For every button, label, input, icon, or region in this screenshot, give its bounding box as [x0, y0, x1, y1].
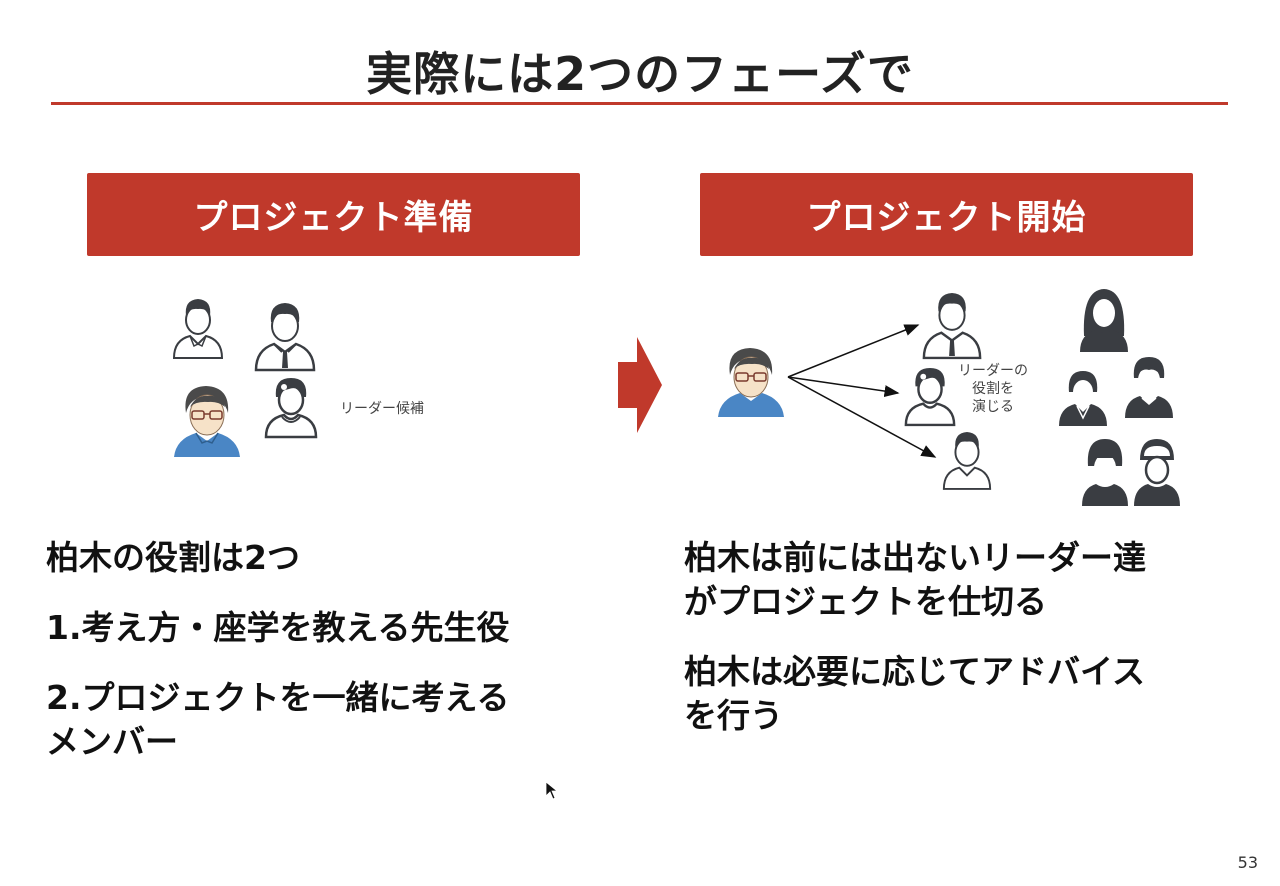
- phase-header-label: プロジェクト準備: [193, 198, 474, 238]
- slide-title: 実際には2つのフェーズで: [366, 47, 914, 101]
- text-line: 柏木の役割は2つ: [46, 538, 300, 577]
- team-member-cap-girl-icon: [1082, 439, 1128, 506]
- person-suit-outline-icon: [254, 303, 316, 372]
- text-line: 柏木は前には出ないリーダー達: [684, 538, 1146, 577]
- label-line: 役割を: [972, 381, 1014, 397]
- phase-transition-arrow-icon: [618, 337, 662, 433]
- title-divider: [51, 102, 1228, 105]
- team-member-man-polo-icon: [1125, 357, 1173, 418]
- person-casual-outline-icon: [172, 299, 224, 359]
- delegation-arrows-icon: [787, 324, 937, 458]
- person-woman-outline-icon: [264, 378, 318, 439]
- label-line: 演じる: [972, 399, 1014, 415]
- text-line: 1.考え方・座学を教える先生役: [46, 608, 510, 647]
- text-line: 2.プロジェクトを一緒に考える: [46, 678, 510, 717]
- preparation-description: 柏木の役割は2つ 1.考え方・座学を教える先生役 2.プロジェクトを一緒に考える…: [46, 536, 626, 764]
- text-line: メンバー: [46, 722, 178, 761]
- phase-header-start: プロジェクト開始: [700, 173, 1193, 256]
- text-line: がプロジェクトを仕切る: [684, 582, 1047, 621]
- team-member-cap-boy-icon: [1134, 439, 1180, 506]
- page-number: 53: [1237, 853, 1258, 872]
- label-line: リーダーの: [958, 363, 1028, 379]
- person-casual-outline-icon: [942, 432, 992, 490]
- person-suit-outline-icon: [922, 293, 982, 360]
- kashiwagi-avatar: [718, 348, 784, 417]
- phase-header-label: プロジェクト開始: [806, 198, 1087, 238]
- kashiwagi-avatar: [174, 386, 240, 457]
- mouse-cursor-icon: [546, 782, 558, 800]
- text-line: を行う: [684, 696, 783, 735]
- leader-candidate-label: リーダー候補: [340, 401, 424, 417]
- play-leader-role-label: リーダーの 役割を 演じる: [952, 362, 1034, 416]
- phase-header-preparation: プロジェクト準備: [87, 173, 580, 256]
- start-description: 柏木は前には出ないリーダー達 がプロジェクトを仕切る 柏木は必要に応じてアドバイ…: [684, 536, 1254, 738]
- team-member-woman-suit-icon: [1059, 371, 1107, 426]
- person-woman-outline-icon: [904, 368, 956, 427]
- team-member-woman-icon: [1080, 289, 1128, 352]
- text-line: 柏木は必要に応じてアドバイス: [684, 652, 1146, 691]
